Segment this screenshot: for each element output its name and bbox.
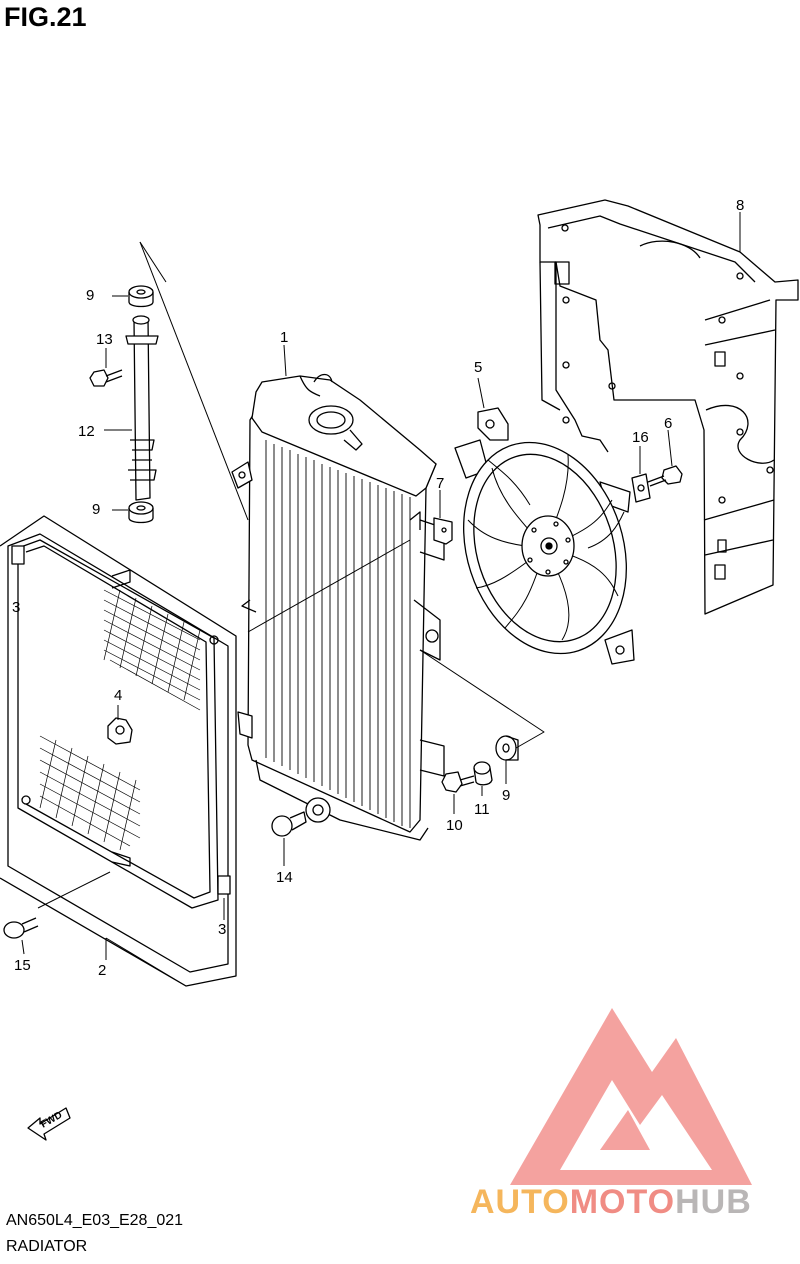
callout-3-left: 3 xyxy=(12,599,20,616)
figure-title: FIG.21 xyxy=(4,2,87,32)
clip-part-7 xyxy=(433,517,453,545)
callout-6: 6 xyxy=(664,415,672,432)
watermark-text-auto: AUTO xyxy=(470,1183,570,1221)
drawing-code: AN650L4_E03_E28_021 xyxy=(6,1212,184,1229)
grommet-part-14-seat xyxy=(305,797,331,823)
bolt-part-15 xyxy=(3,917,39,939)
callout-16: 16 xyxy=(632,429,649,446)
cooling-fan-part-5 xyxy=(454,407,635,665)
callout-8: 8 xyxy=(736,197,744,214)
watermark-logo xyxy=(510,1008,752,1185)
shroud-bracket-part-8 xyxy=(537,199,799,615)
stay-rod-part-12 xyxy=(125,315,159,501)
callout-4: 4 xyxy=(114,687,122,704)
leader-lines xyxy=(17,212,741,987)
nut-part-16 xyxy=(631,473,651,503)
callout-9-bottom: 9 xyxy=(502,787,510,804)
bolt-part-6 xyxy=(647,465,683,487)
callout-10: 10 xyxy=(446,817,463,834)
diagram-caption: RADIATOR xyxy=(6,1238,88,1255)
callout-14: 14 xyxy=(276,869,293,886)
callout-9-middle: 9 xyxy=(92,501,100,518)
callout-7: 7 xyxy=(436,475,444,492)
watermark-brand: AUTOMOTOHUB xyxy=(470,1183,752,1222)
forward-arrow-icon: FWD xyxy=(27,1107,71,1141)
watermark-text-moto: MOTO xyxy=(569,1183,676,1221)
callout-1: 1 xyxy=(280,329,288,346)
bolt-part-14 xyxy=(271,811,307,837)
callout-2: 2 xyxy=(98,962,106,979)
callout-11: 11 xyxy=(474,801,490,818)
callout-12: 12 xyxy=(78,423,95,440)
watermark-text-hub: HUB xyxy=(675,1183,752,1221)
callout-3-right: 3 xyxy=(218,921,226,938)
radiator-guard-part-2 xyxy=(0,515,237,987)
callout-13: 13 xyxy=(96,331,113,348)
bolt-part-13 xyxy=(89,369,123,387)
collar-part-11 xyxy=(473,761,493,786)
radiator-core-part-1 xyxy=(231,373,445,841)
callout-5: 5 xyxy=(474,359,482,376)
callout-9-top: 9 xyxy=(86,287,94,304)
bolt-part-10 xyxy=(441,771,475,793)
callout-15: 15 xyxy=(14,957,31,974)
